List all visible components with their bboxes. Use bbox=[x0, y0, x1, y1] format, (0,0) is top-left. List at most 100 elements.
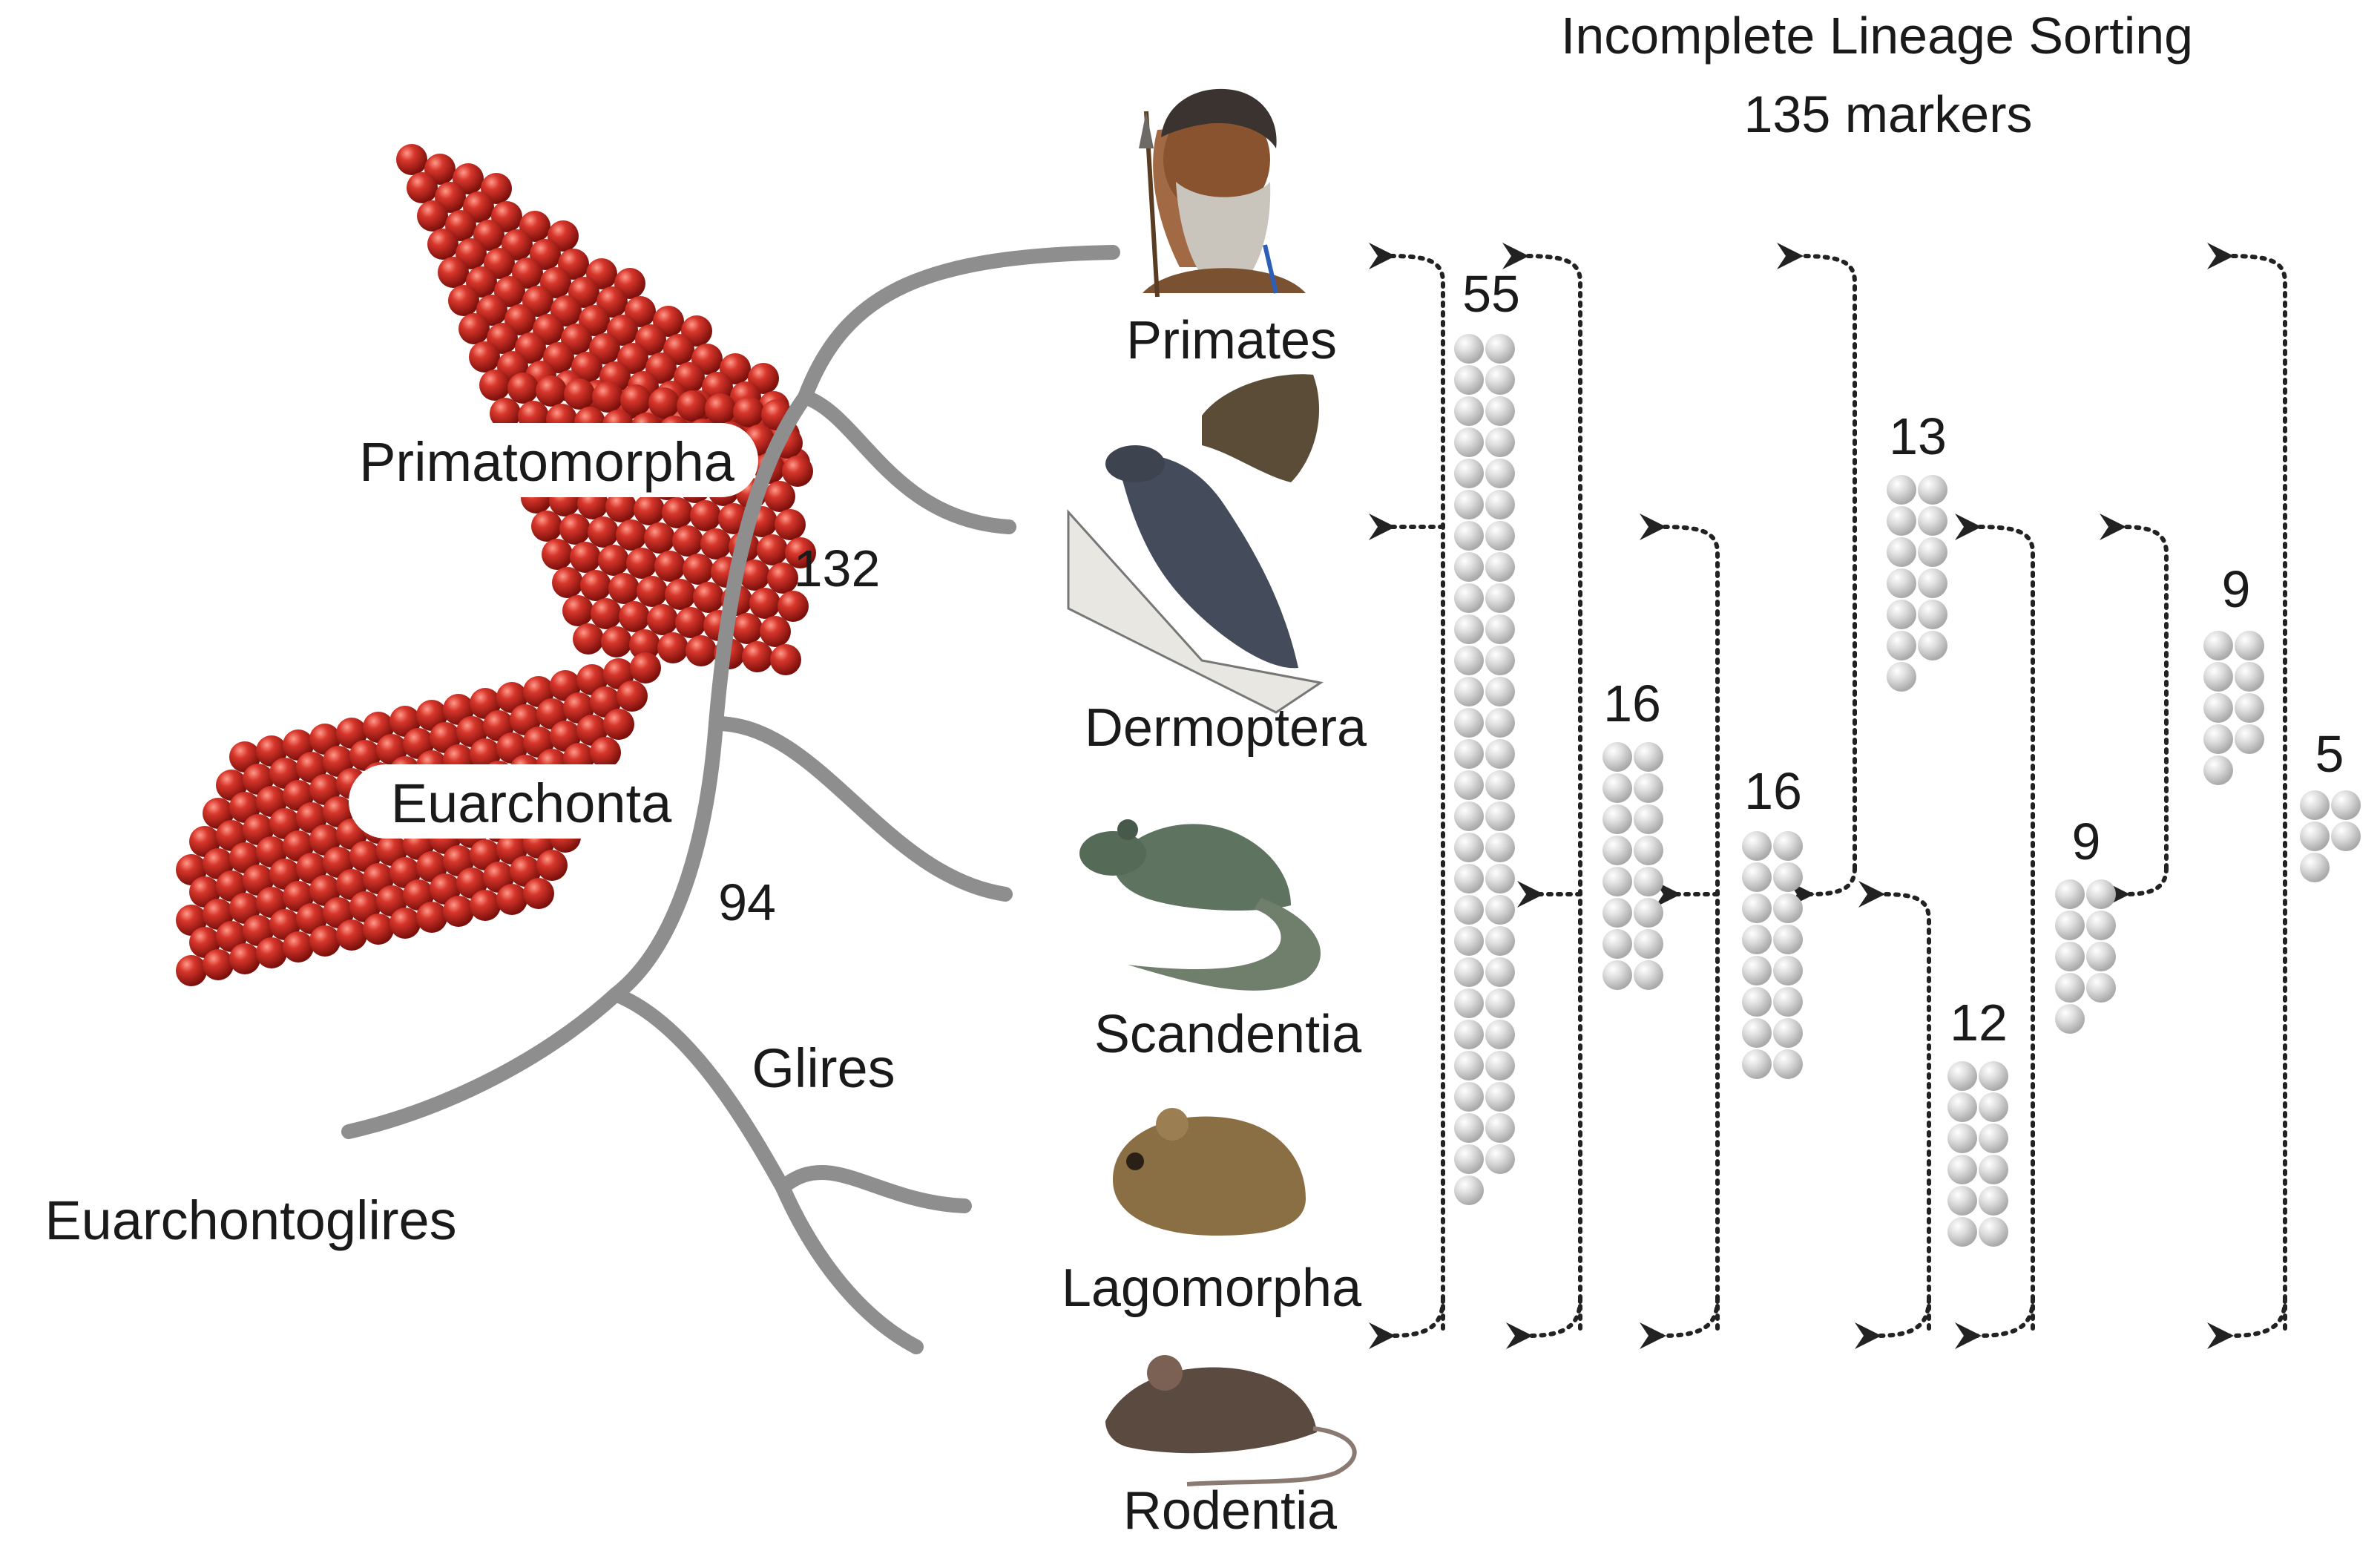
support-ball bbox=[764, 481, 795, 512]
ils-marker-ball bbox=[1634, 929, 1663, 959]
ils-marker-ball bbox=[2331, 790, 2361, 820]
ils-marker-ball bbox=[1887, 568, 1916, 598]
branch-scandentia bbox=[709, 716, 1013, 902]
ils-marker-ball bbox=[1918, 631, 1947, 660]
ils-marker-ball bbox=[2203, 693, 2233, 723]
support-ball bbox=[523, 878, 554, 909]
support-ball bbox=[700, 528, 732, 560]
ils-marker-ball bbox=[1634, 773, 1663, 803]
ils-marker-ball bbox=[1947, 1217, 1977, 1247]
ils-marker-ball bbox=[1979, 1061, 2008, 1091]
ils-marker-ball bbox=[1918, 568, 1947, 598]
tree-branches bbox=[341, 245, 1120, 1354]
support-value-primatomorpha: 132 bbox=[794, 539, 881, 597]
treeshrew-icon bbox=[1079, 819, 1321, 991]
ils-count-9b: 9 bbox=[2222, 560, 2251, 618]
ils-marker-ball bbox=[1773, 956, 1803, 985]
ils-marker-ball bbox=[1485, 1144, 1515, 1174]
support-ball bbox=[588, 516, 619, 548]
ils-marker-ball bbox=[1485, 739, 1515, 769]
support-ball bbox=[552, 567, 583, 598]
support-ball bbox=[683, 554, 714, 585]
ils-marker-ball bbox=[1454, 988, 1484, 1018]
ils-marker-ball bbox=[1485, 1113, 1515, 1143]
clade-label-glires: Glires bbox=[752, 1037, 895, 1099]
ils-marker-ball bbox=[1485, 334, 1515, 364]
ils-marker-ball bbox=[1773, 1049, 1803, 1079]
ils-marker-ball bbox=[1602, 867, 1632, 896]
ils-marker-ball bbox=[2300, 790, 2330, 820]
ils-marker-ball bbox=[1485, 1051, 1515, 1080]
ils-marker-ball bbox=[1887, 537, 1916, 567]
support-ball bbox=[686, 635, 717, 666]
arrow-12-scandentia bbox=[1858, 880, 1931, 1331]
support-ball bbox=[336, 919, 367, 951]
arrow-16b-lagomorpha bbox=[1639, 1296, 1720, 1350]
ils-marker-ball bbox=[1454, 459, 1484, 488]
ils-count-16b: 16 bbox=[1744, 762, 1802, 820]
ils-arrows bbox=[1368, 242, 2287, 1350]
ils-marker-ball bbox=[2203, 662, 2233, 692]
support-ball bbox=[749, 588, 780, 619]
support-ball bbox=[644, 522, 675, 554]
arrow-16b-dermoptera bbox=[1639, 513, 1720, 1331]
ils-marker-ball bbox=[2203, 755, 2233, 785]
support-ball bbox=[654, 551, 686, 582]
ils-marker-ball bbox=[1742, 831, 1772, 861]
ils-marker-ball bbox=[1485, 583, 1515, 613]
support-ball bbox=[229, 943, 260, 974]
ils-marker-ball bbox=[2055, 911, 2085, 940]
ils-marker-ball bbox=[2235, 662, 2264, 692]
ils-marker-ball bbox=[1485, 926, 1515, 956]
ils-marker-ball bbox=[1979, 1092, 2008, 1122]
support-ball bbox=[427, 229, 458, 260]
branch-root bbox=[341, 987, 623, 1139]
support-ball bbox=[536, 850, 568, 881]
primate-portrait-icon bbox=[1139, 88, 1306, 298]
ils-marker-ball bbox=[1454, 926, 1484, 956]
ils-marker-ball bbox=[1602, 929, 1632, 959]
ils-marker-ball bbox=[1454, 583, 1484, 613]
ils-marker-ball bbox=[1773, 1018, 1803, 1048]
ils-marker-ball bbox=[1454, 614, 1484, 644]
ils-marker-ball bbox=[1454, 334, 1484, 364]
support-ball bbox=[770, 644, 801, 675]
taxon-label-lagomorpha: Lagomorpha bbox=[1062, 1259, 1362, 1318]
support-ball bbox=[662, 497, 693, 528]
support-ball bbox=[626, 548, 657, 579]
taxon-label-dermoptera: Dermoptera bbox=[1085, 698, 1367, 758]
ils-marker-ball bbox=[1947, 1155, 1977, 1184]
ils-marker-ball bbox=[2235, 631, 2264, 660]
support-ball bbox=[742, 641, 773, 672]
arrow-9a-dermoptera bbox=[2099, 513, 2169, 870]
ils-marker-ball bbox=[1773, 987, 1803, 1017]
ils-marker-ball bbox=[1918, 475, 1947, 505]
support-ball bbox=[767, 563, 798, 594]
ils-marker-ball bbox=[1742, 925, 1772, 954]
support-ball bbox=[448, 285, 479, 316]
ils-count-5: 5 bbox=[2315, 725, 2344, 783]
support-ball bbox=[598, 545, 629, 576]
ils-marker-ball bbox=[2086, 911, 2116, 940]
support-ball bbox=[775, 509, 806, 540]
ils-marker-ball bbox=[1454, 1020, 1484, 1049]
ils-marker-ball bbox=[1454, 365, 1484, 395]
ils-marker-ball bbox=[2235, 724, 2264, 754]
ils-marker-ball bbox=[1485, 521, 1515, 551]
ils-marker-ball bbox=[2055, 1004, 2085, 1034]
support-ball bbox=[417, 200, 448, 232]
ils-marker-ball bbox=[2203, 631, 2233, 660]
support-ball bbox=[470, 890, 501, 921]
support-ball bbox=[605, 491, 637, 522]
ils-count-55: 55 bbox=[1462, 265, 1520, 323]
euarchonta-label-bg bbox=[349, 764, 696, 839]
support-ball bbox=[443, 896, 474, 927]
taxon-label-primates: Primates bbox=[1126, 311, 1337, 370]
support-ball bbox=[648, 387, 680, 419]
support-ball bbox=[616, 519, 647, 551]
support-ball bbox=[507, 373, 539, 404]
ils-marker-ball bbox=[1485, 895, 1515, 925]
support-ball bbox=[363, 914, 394, 945]
